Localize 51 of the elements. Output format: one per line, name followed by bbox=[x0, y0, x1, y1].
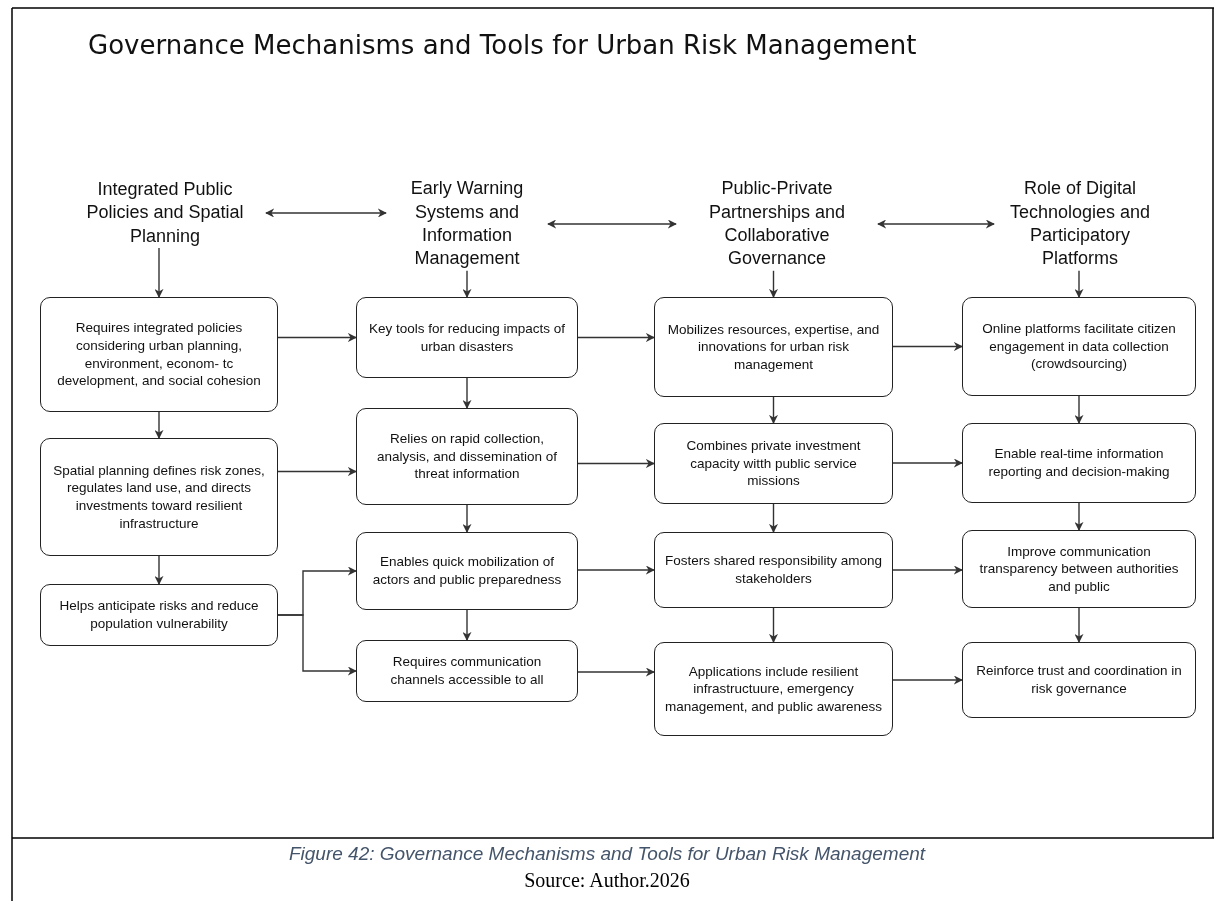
arrow bbox=[462, 270, 472, 298]
arrow bbox=[265, 208, 387, 218]
arrow bbox=[462, 609, 472, 641]
column-heading: Early Warning Systems and Information Management bbox=[409, 177, 525, 271]
process-box: Helps anticipate risks and reduce population vulnerability bbox=[40, 584, 278, 646]
process-box: Improve communication transparency between authorities and public bbox=[962, 530, 1196, 608]
process-box: Fosters shared responsibility among stakeholders bbox=[654, 532, 893, 608]
arrow bbox=[154, 555, 164, 585]
arrow bbox=[277, 614, 357, 676]
arrow bbox=[154, 247, 164, 298]
arrow bbox=[577, 667, 655, 677]
process-box: Requires communication channels accessible to all bbox=[356, 640, 578, 702]
arrow bbox=[577, 565, 655, 575]
process-box: Online platforms facilitate citizen engagement in data collection (crowdsourcing) bbox=[962, 297, 1196, 396]
arrow bbox=[1074, 607, 1084, 643]
arrow bbox=[577, 459, 655, 468]
source-note: Source: Author.2026 bbox=[524, 869, 690, 892]
column-heading: Public-Private Partnerships and Collaborative Governance bbox=[707, 177, 847, 271]
process-box: Spatial planning defines risk zones, regulates land use, and directs investments toward resilient infrastructure bbox=[40, 438, 278, 556]
process-box: Mobilizes resources, expertise, and innovations for urban risk management bbox=[654, 297, 893, 397]
column-heading: Integrated Public Policies and Spatial Planning bbox=[85, 177, 245, 248]
arrow bbox=[769, 396, 778, 424]
diagram-title: Governance Mechanisms and Tools for Urban Risk Management bbox=[88, 30, 917, 60]
arrow bbox=[462, 504, 472, 533]
process-box: Reinforce trust and coordination in risk governance bbox=[962, 642, 1196, 718]
arrow bbox=[577, 333, 655, 342]
arrow bbox=[892, 675, 963, 685]
arrow bbox=[1074, 502, 1084, 531]
process-box: Key tools for reducing impacts of urban disasters bbox=[356, 297, 578, 378]
arrow bbox=[769, 270, 778, 298]
process-box: Combines private investment capacity witth public service missions bbox=[654, 423, 893, 504]
process-box: Applications include resilient infrastructuure, emergency management, and public awareness bbox=[654, 642, 893, 736]
arrow bbox=[462, 377, 472, 409]
arrow bbox=[547, 219, 677, 229]
process-box: Enable real-time information reporting and decision-making bbox=[962, 423, 1196, 503]
arrow bbox=[892, 342, 963, 351]
arrow bbox=[892, 458, 963, 468]
process-box: Requires integrated policies considering urban planning, environment, econom- tc development, and social cohesion bbox=[40, 297, 278, 412]
process-box: Relies on rapid collection, analysis, and dissemination of threat information bbox=[356, 408, 578, 505]
figure-caption: Figure 42: Governance Mechanisms and Tools for Urban Risk Management bbox=[288, 843, 926, 865]
arrow bbox=[1074, 270, 1084, 298]
process-box: Enables quick mobilization of actors and public preparedness bbox=[356, 532, 578, 610]
arrow bbox=[154, 411, 164, 439]
arrow bbox=[277, 467, 357, 476]
arrow bbox=[1074, 395, 1084, 424]
arrow bbox=[877, 219, 995, 229]
column-heading: Role of Digital Technologies and Participatory Platforms bbox=[1008, 177, 1152, 271]
arrow bbox=[769, 503, 778, 533]
arrow bbox=[892, 565, 963, 575]
arrow bbox=[277, 333, 357, 342]
arrow bbox=[769, 607, 778, 643]
